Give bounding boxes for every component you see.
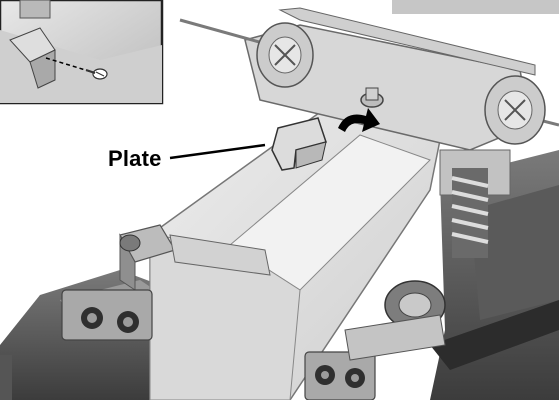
gear-cover [344, 314, 446, 361]
fender-inner [470, 185, 559, 320]
curved-arrow-icon [338, 108, 380, 132]
plate-part [271, 117, 327, 171]
axle-rod-left [179, 18, 271, 47]
screw-icon [360, 87, 384, 108]
seat-edge [0, 355, 12, 400]
inset-dashed-guide [45, 57, 93, 73]
inset-detail [0, 0, 164, 105]
left-hub [256, 22, 314, 88]
motor-cap [398, 292, 432, 318]
side-knob [119, 234, 141, 252]
mounting-holes-center [304, 351, 376, 400]
bumper-bar [278, 7, 536, 76]
header-bar [392, 0, 559, 14]
spring-icon [451, 168, 489, 258]
inset-screw-icon [85, 68, 108, 80]
right-hub [484, 75, 546, 145]
mounting-holes-left [61, 289, 153, 341]
fender-edge [430, 300, 559, 370]
callout-leader-line [169, 143, 266, 160]
cross-support [169, 234, 271, 276]
plate-callout-label: Plate [108, 146, 162, 171]
